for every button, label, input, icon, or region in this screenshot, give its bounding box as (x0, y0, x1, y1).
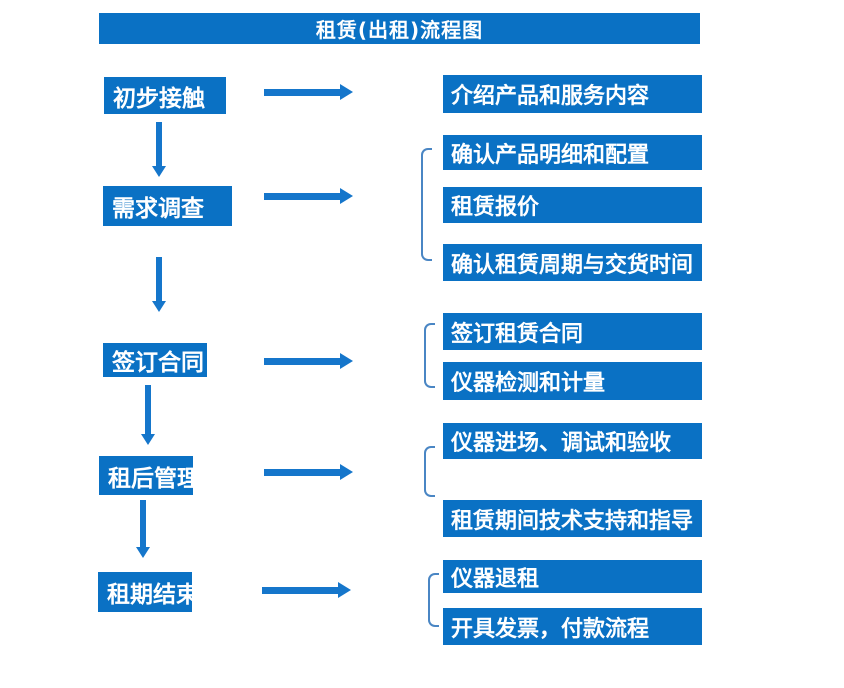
flow-arrow-shaft (264, 192, 340, 200)
bracket-stage-5 (428, 573, 439, 627)
output-box-2-2: 租赁报价 (443, 187, 702, 223)
flow-arrow-shaft (264, 357, 340, 365)
down-arrow-head-icon (151, 301, 166, 312)
flow-arrow-head-icon (340, 464, 353, 480)
flow-arrow-4 (264, 464, 353, 480)
flow-arrow-shaft (262, 586, 338, 594)
output-box-2-1: 确认产品明细和配置 (443, 135, 702, 170)
output-box-3-2: 仪器检测和计量 (443, 362, 702, 400)
down-arrow-shaft (155, 257, 162, 301)
down-arrow-head-icon (151, 166, 166, 177)
flow-arrow-2 (264, 188, 353, 204)
output-box-4-2: 租赁期间技术支持和指导 (443, 500, 702, 537)
down-arrow-head-icon (140, 434, 155, 445)
flow-arrow-head-icon (340, 188, 353, 204)
output-box-5-2: 开具发票，付款流程 (443, 608, 702, 645)
flowchart-title: 租赁(出租)流程图 (99, 13, 700, 44)
output-box-1-1: 介绍产品和服务内容 (443, 75, 702, 113)
flow-arrow-head-icon (340, 353, 353, 369)
down-arrow-shaft (139, 500, 146, 547)
stage-box-2: 需求调查 (103, 186, 232, 226)
down-arrow-1 (151, 122, 166, 177)
bracket-stage-2 (421, 148, 432, 261)
flow-arrow-shaft (264, 88, 340, 96)
stage-box-3: 签订合同 (103, 343, 207, 377)
flow-arrow-shaft (264, 468, 340, 476)
output-box-2-3: 确认租赁周期与交货时间 (443, 244, 702, 281)
flow-arrow-head-icon (338, 582, 351, 598)
output-box-5-1: 仪器退租 (443, 560, 702, 593)
down-arrow-shaft (155, 122, 162, 166)
flow-arrow-3 (264, 353, 353, 369)
flow-arrow-head-icon (340, 84, 353, 100)
flow-arrow-1 (264, 84, 353, 100)
flow-arrow-5 (262, 582, 351, 598)
bracket-stage-4 (424, 446, 435, 497)
output-box-4-1: 仪器进场、调试和验收 (443, 423, 702, 459)
down-arrow-2 (151, 257, 166, 312)
output-box-3-1: 签订租赁合同 (443, 313, 702, 350)
down-arrow-shaft (144, 385, 151, 434)
stage-box-1: 初步接触 (104, 77, 226, 114)
bracket-stage-3 (424, 323, 435, 388)
stage-box-5: 租期结束 (98, 572, 199, 612)
down-arrow-3 (140, 385, 155, 445)
stage-box-4: 租后管理 (99, 456, 200, 495)
down-arrow-head-icon (135, 547, 150, 558)
down-arrow-4 (135, 500, 150, 558)
